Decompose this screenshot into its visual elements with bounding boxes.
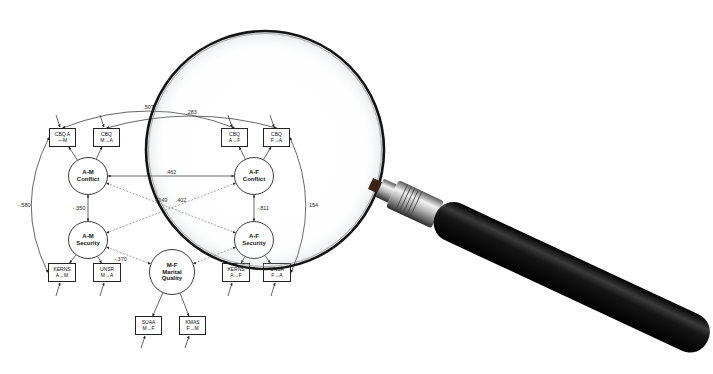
correlation-arrow: [107, 183, 236, 233]
latent-label: A-M Security: [73, 233, 103, 246]
indicator-label: SUAA M→F: [140, 320, 158, 331]
correlation-arrow: [107, 116, 277, 128]
latent-label: A-F Security: [239, 233, 269, 246]
loading-arrow: [96, 147, 102, 159]
path-coefficient: -.370: [114, 256, 127, 262]
lens-ring: [146, 31, 384, 269]
loading-arrow: [239, 147, 245, 159]
indicator-box: CBQ A→F: [221, 128, 248, 147]
error-arrows: [56, 115, 275, 348]
indicator-box: KERNS A→F: [222, 263, 250, 282]
latent-label: A-M Conflict: [73, 169, 103, 182]
indicator-label: KERNS A→M: [53, 267, 71, 278]
loading-arrow: [264, 147, 271, 159]
path-coefficient: -.580: [18, 202, 31, 208]
latent-circle: A-F Conflict: [234, 157, 274, 195]
correlation-arrow: [107, 247, 151, 264]
indicator-label: CBQ A—M: [54, 132, 72, 143]
latent-circle: A-M Security: [68, 221, 108, 259]
collar: [386, 180, 444, 228]
loading-arrow: [265, 256, 270, 263]
correlation-arrow: [254, 195, 255, 221]
latent-circle: A-F Security: [234, 221, 274, 259]
indicator-label: KMAS F→M: [184, 320, 202, 331]
correlation-arrow: [63, 111, 235, 128]
latent-label: A-F Conflict: [239, 169, 269, 182]
correlation-arrow: [31, 138, 49, 273]
path-coefficient: .402: [176, 197, 187, 203]
correlation-arrow: [193, 247, 235, 263]
loading-arrow: [180, 293, 189, 316]
path-coefficient: .283: [186, 109, 197, 115]
handle-grip: [427, 196, 713, 359]
latent-circle: M-F Marital Quality: [149, 249, 195, 295]
indicator-box: KMAS F→M: [179, 316, 206, 335]
indicator-label: UNSR M→A: [98, 267, 116, 278]
loading-arrow: [70, 255, 76, 263]
loading-arrow: [69, 147, 78, 160]
lens-inner-edge: [149, 34, 382, 267]
indicator-box: CBQ A—M: [49, 128, 76, 147]
indicator-label: KERNS A→F: [227, 267, 245, 278]
indicator-box: CBQ F→A: [263, 128, 290, 147]
indicator-box: KERNS A→M: [48, 263, 76, 282]
path-coefficient: -.811: [257, 205, 269, 211]
collar-neck: [375, 179, 396, 203]
latent-circle: A-M Conflict: [68, 157, 108, 195]
correlation-arrow: [290, 138, 306, 273]
lens-joint: [368, 178, 384, 194]
glass-handle: [362, 165, 713, 358]
indicator-label: CBQ M→A: [98, 132, 116, 143]
path-coefficient: -.249: [155, 197, 168, 203]
correlation-arrow: [107, 183, 236, 233]
indicator-box: UNSR F→A: [263, 263, 291, 282]
path-coefficient: .462: [166, 169, 177, 175]
indicator-label: CBQ F→A: [268, 132, 286, 143]
correlation-arrow: [108, 176, 234, 177]
indicator-box: SUAA M→F: [135, 316, 162, 335]
loading-arrow: [153, 293, 163, 316]
path-coefficient: .154: [307, 202, 318, 208]
indicator-box: CBQ M→A: [93, 128, 120, 147]
indicator-label: UNSR F→A: [268, 267, 286, 278]
latent-label: M-F Marital Quality: [157, 262, 187, 282]
correlation-arrow: [88, 195, 89, 221]
collar-rings: [395, 184, 422, 218]
indicator-label: CBQ A→F: [226, 132, 244, 143]
path-coefficient: -.350: [73, 205, 86, 211]
indicator-box: UNSR M→A: [93, 263, 121, 282]
path-coefficient: .507: [143, 104, 154, 110]
